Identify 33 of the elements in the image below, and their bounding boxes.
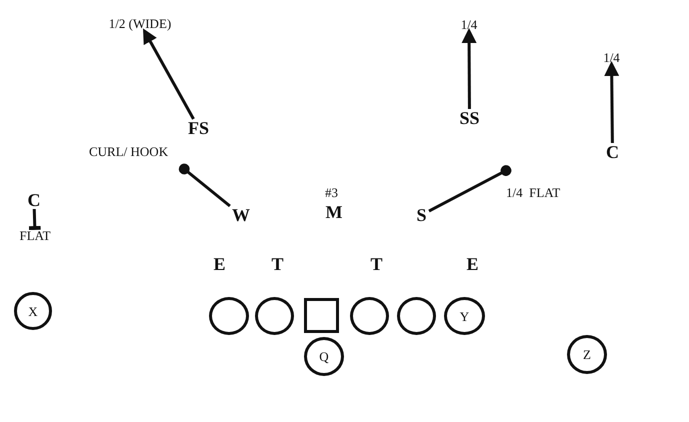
player-circle: Q [304,337,344,376]
position-label: M [326,203,342,221]
position-label: W [232,206,250,224]
route-line [178,164,231,208]
zone-label: 1/2 (WIDE) [108,16,172,30]
position-label: T [370,255,382,273]
position-label: E [466,255,478,273]
position-label: S [416,206,426,224]
route-line [28,208,41,230]
center-square [304,298,339,333]
zone-label: 1/4 [460,18,478,30]
player-circle [350,297,389,335]
zone-label: FLAT [19,228,51,242]
position-label: C [28,191,40,209]
position-label: FS [188,119,209,137]
position-label: E [213,255,226,273]
route-arrow [604,61,620,144]
zone-label: CURL/ HOOK [89,145,168,158]
position-label: SS [459,109,480,127]
player-circle: Z [567,335,607,374]
route-arrow [462,28,477,109]
gap-number-label: #3 [325,186,338,199]
player-circle [209,297,249,335]
position-label: C [606,143,619,161]
position-label: T [271,255,284,273]
player-circle [397,297,436,335]
player-circle: Y [444,297,485,335]
route-line [428,165,512,212]
zone-label: 1/4 [603,50,620,64]
route-arrow [143,28,195,120]
zone-label: 1/4 FLAT [506,186,560,199]
player-circle [255,297,294,335]
player-circle: X [14,292,52,330]
